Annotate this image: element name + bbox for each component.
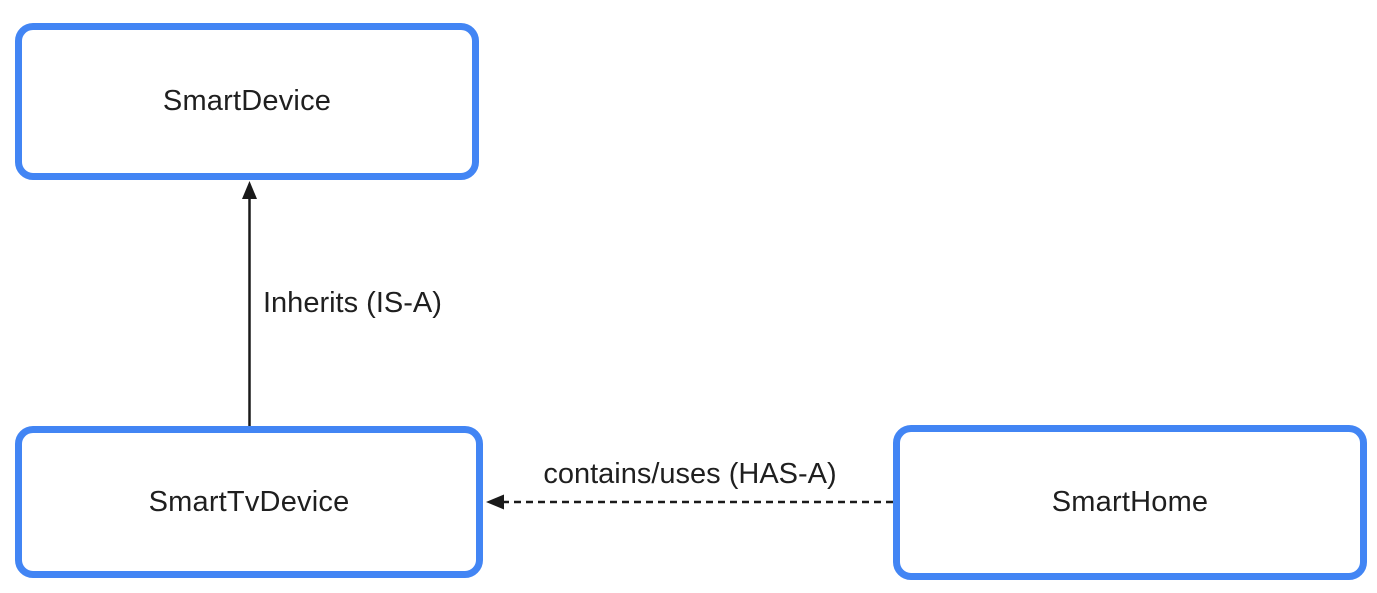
composition-arrow <box>486 494 893 510</box>
node-smart-device-label: SmartDevice <box>162 85 332 117</box>
node-smart-home-label: SmartHome <box>1051 486 1209 518</box>
node-smart-home: SmartHome <box>893 425 1367 580</box>
node-smart-device: SmartDevice <box>15 23 479 180</box>
arrowhead-left-icon <box>486 494 504 510</box>
node-smart-tv-device-label: SmartTvDevice <box>148 485 350 518</box>
inheritance-arrow <box>242 181 257 426</box>
edge-label-inherits: Inherits (IS-A) <box>263 287 442 319</box>
node-smart-tv-device: SmartTvDevice <box>15 426 483 578</box>
edge-label-contains-uses: contains/uses (HAS-A) <box>543 458 837 490</box>
arrowhead-up-icon <box>242 181 257 199</box>
